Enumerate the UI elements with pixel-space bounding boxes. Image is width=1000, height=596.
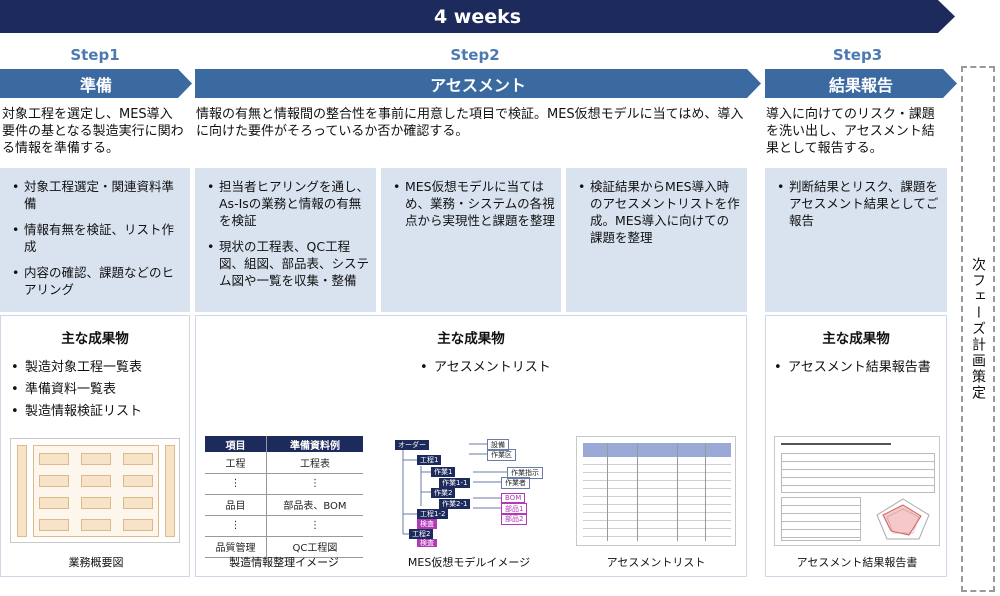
step3-activity-box: 判断結果とリスク、課題をアセスメント結果としてご報告	[765, 168, 947, 312]
step2-title: アセスメント	[430, 75, 526, 95]
tree-node: 工程2	[409, 529, 434, 539]
list-item: アセスメント結果報告書	[774, 357, 946, 379]
table-row: 工程工程表	[205, 452, 363, 474]
tree-side-node: 部品2	[501, 513, 528, 525]
image-caption: アセスメント結果報告書	[796, 556, 918, 569]
step2-label: Step2	[450, 46, 500, 64]
tree-node: オーダー	[395, 440, 429, 450]
step1-label: Step1	[70, 46, 120, 64]
step3-label: Step3	[832, 46, 883, 64]
step3-banner: 結果報告	[765, 69, 957, 98]
list-item: MES仮想モデルに当てはめ、業務・システムの各視点から実現性と課題を整理	[393, 178, 555, 229]
step1-deliverables-panel: 主な成果物 製造対象工程一覧表 準備資料一覧表 製造情報検証リスト 業務概要図	[0, 315, 190, 577]
tree-node: 工程1-2	[417, 509, 449, 519]
table-header: 準備資料例	[265, 436, 363, 452]
tree-side-node: BOM	[501, 493, 526, 503]
image-caption: 製造情報整理イメージ	[229, 556, 339, 569]
tree-node: 作業1	[431, 467, 456, 477]
mes-model-diagram: オーダー 工程1 作業1 作業1-1 作業2 作業2-1 工程1-2 検査 工程…	[389, 436, 549, 547]
step3-deliverables-panel: 主な成果物 アセスメント結果報告書 アセスメント結果報告書	[765, 315, 947, 577]
tree-node: 作業2	[431, 488, 456, 498]
assessment-list-thumbnail	[576, 436, 736, 546]
list-item: 現状の工程表、QC工程図、組図、部品表、システム図や一覧を収集・整備	[207, 238, 370, 289]
table-header: 項目	[205, 436, 267, 452]
image-caption: アセスメントリスト	[606, 556, 706, 569]
tree-side-node: 設備	[487, 439, 509, 451]
next-phase-label: 次フェーズ計画策定	[970, 257, 986, 401]
image-caption: MES仮想モデルイメージ	[407, 556, 531, 569]
list-item: 製造対象工程一覧表	[11, 357, 189, 379]
tree-side-node: 作業区	[487, 449, 516, 461]
tree-side-node: 作業者	[501, 477, 530, 489]
next-phase-box: 次フェーズ計画策定	[961, 66, 995, 592]
step2-activity-box-2: MES仮想モデルに当てはめ、業務・システムの各視点から実現性と課題を整理	[381, 168, 561, 312]
list-item: アセスメントリスト	[420, 357, 746, 379]
step1-activity-box: 対象工程選定・関連資料準備 情報有無を検証、リスト作成 内容の確認、課題などのヒ…	[0, 168, 190, 312]
table-row: ⋮⋮	[205, 473, 363, 495]
tree-node: 検査	[417, 539, 437, 547]
tree-node: 検査	[417, 519, 437, 529]
list-item: 検証結果からMES導入時のアセスメントリストを作成。MES導入に向けての課題を整…	[578, 178, 741, 246]
step1-description: 対象工程を選定し、MES導入要件の基となる製造実行に関わる情報を準備する。	[2, 107, 184, 156]
deliverables-heading: 主な成果物	[61, 331, 129, 347]
business-overview-diagram	[10, 438, 180, 543]
step2-activity-box-3: 検証結果からMES導入時のアセスメントリストを作成。MES導入に向けての課題を整…	[566, 168, 747, 312]
image-caption: 業務概要図	[68, 556, 124, 569]
table-row: ⋮⋮	[205, 515, 363, 537]
assessment-report-thumbnail	[774, 436, 940, 546]
step1-banner: 準備	[0, 69, 192, 98]
deliverables-heading: 主な成果物	[437, 331, 505, 347]
list-item: 情報有無を検証、リスト作成	[12, 221, 184, 255]
tree-node: 作業1-1	[439, 478, 471, 488]
step3-description: 導入に向けてのリスク・課題を洗い出し、アセスメント結果として報告する。	[766, 107, 935, 156]
list-item: 準備資料一覧表	[11, 379, 189, 401]
tree-side-node: 作業指示	[507, 467, 543, 479]
list-item: 内容の確認、課題などのヒアリング	[12, 264, 184, 298]
list-item: 製造情報検証リスト	[11, 401, 189, 423]
list-item: 担当者ヒアリングを通し、As-Isの業務と情報の有無を検証	[207, 178, 370, 229]
step2-description: 情報の有無と情報間の整合性を事前に用意した項目で検証。MES仮想モデルに当てはめ…	[196, 107, 744, 139]
table-row: 品目部品表、BOM	[205, 494, 363, 516]
list-item: 判断結果とリスク、課題をアセスメント結果としてご報告	[777, 178, 941, 229]
tree-node: 工程1	[417, 455, 442, 465]
tree-side-node: 部品1	[501, 503, 528, 515]
step3-title: 結果報告	[828, 75, 893, 95]
deliverables-heading: 主な成果物	[822, 331, 890, 347]
step2-banner: アセスメント	[195, 69, 761, 98]
tree-node: 作業2-1	[439, 499, 471, 509]
step1-title: 準備	[79, 75, 112, 95]
timeline-arrow: 4 weeks	[0, 0, 955, 33]
list-item: 対象工程選定・関連資料準備	[12, 178, 184, 212]
timeline-label: 4 weeks	[433, 5, 522, 28]
step2-activity-box-1: 担当者ヒアリングを通し、As-Isの業務と情報の有無を検証 現状の工程表、QC工…	[195, 168, 376, 312]
